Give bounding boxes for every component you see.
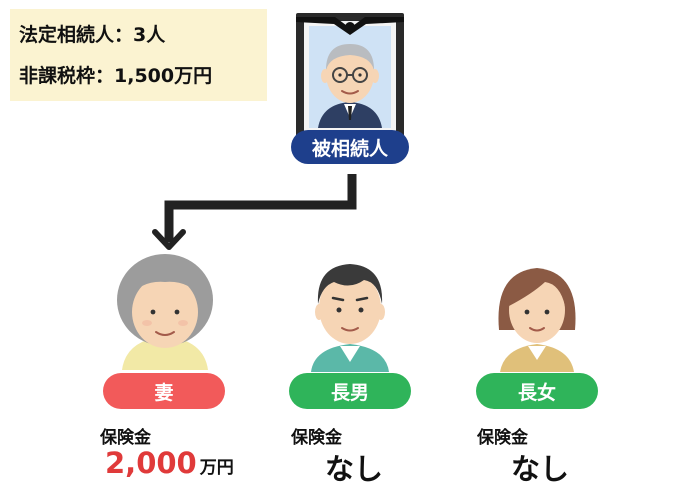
memorial-portrait-icon	[296, 13, 404, 141]
eldest-son-insurance-amount: なし	[325, 452, 384, 486]
eldest-daughter-role-label: 長女	[517, 381, 556, 404]
eldest-son-insurance-label: 保険金	[291, 428, 342, 448]
decedent-label-text: 被相続人	[311, 137, 388, 160]
tax-exempt-limit: 非課税枠：1,500万円	[19, 65, 213, 87]
eldest-daughter-insurance-label: 保険金	[477, 428, 528, 448]
eldest-daughter-avatar-icon	[498, 268, 576, 372]
wife-avatar-icon	[117, 254, 213, 370]
eldest-son-role-label: 長男	[330, 381, 369, 404]
wife-role-label: 妻	[154, 381, 174, 404]
wife-pill: 妻	[103, 373, 225, 409]
wife-amount-unit: 万円	[199, 458, 234, 478]
wife-amount-number: 2,000	[105, 446, 197, 480]
info-box: 法定相続人：3人 非課税枠：1,500万円	[10, 9, 267, 101]
decedent-label: 被相続人	[291, 130, 409, 164]
eldest-daughter-pill: 長女	[476, 373, 598, 409]
wife-insurance-label: 保険金	[100, 428, 151, 448]
eldest-son-avatar-icon	[311, 264, 389, 372]
eldest-son-pill: 長男	[289, 373, 411, 409]
inheritance-arrow	[152, 174, 357, 250]
legal-heirs-count: 法定相続人：3人	[19, 24, 166, 46]
eldest-daughter-insurance-amount: なし	[511, 452, 570, 486]
